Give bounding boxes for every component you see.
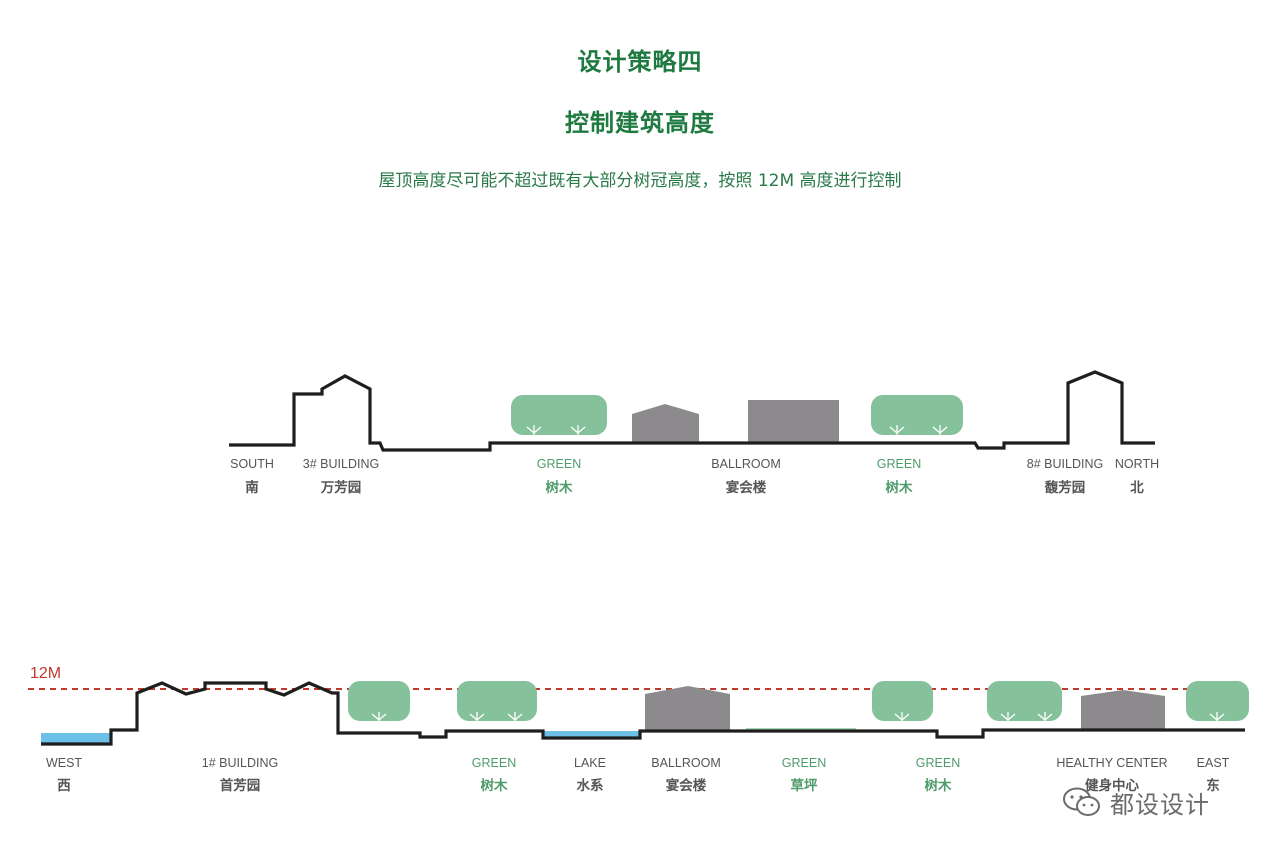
label-lawn-en: GREEN (782, 756, 826, 770)
label-east-en: EAST (1197, 756, 1230, 770)
label-green-en: GREEN (472, 756, 516, 770)
label-green-cn: 树木 (546, 479, 574, 496)
label-8-building-cn: 馥芳园 (1045, 479, 1086, 496)
label-east-cn: 东 (1206, 777, 1220, 794)
label-3-building-en: 3# BUILDING (303, 457, 379, 471)
water-west (41, 733, 111, 744)
label-ballroom-cn: 宴会楼 (726, 479, 767, 496)
label-west-cn: 西 (57, 778, 71, 794)
tree-group-3 (348, 681, 410, 728)
label-green-en: GREEN (916, 756, 960, 770)
tree-group-4 (457, 681, 537, 728)
label-ballroom-en: BALLROOM (711, 457, 780, 471)
tree-canopy (1186, 681, 1249, 721)
ground-profile-1 (229, 370, 1155, 452)
tree-trunk (371, 712, 387, 728)
label-green-en: GREEN (877, 457, 921, 471)
label-healthy-center-en: HEALTHY CENTER (1056, 756, 1167, 770)
section-south-north: SOUTH 南 3# BUILDING 万芳园 GREEN 树木 BALLROO… (229, 370, 1159, 496)
label-north-en: NORTH (1115, 457, 1159, 471)
subtitle-description: 屋顶高度尽可能不超过既有大部分树冠高度，按照 12M 高度进行控制 (378, 171, 902, 191)
building-ballroom (748, 400, 839, 443)
watermark-text: 都设设计 (1110, 790, 1210, 819)
label-green-cn: 树木 (925, 777, 953, 794)
label-healthy-center-cn: 健身中心 (1085, 777, 1139, 794)
tree-group-2 (871, 395, 963, 440)
label-green-cn: 树木 (481, 777, 508, 794)
tree-group-6 (987, 681, 1062, 728)
ground-profile-2 (41, 681, 1245, 746)
tree-canopy (511, 395, 607, 435)
label-lake-cn: 水系 (577, 777, 605, 794)
tree-trunk (889, 425, 948, 440)
label-lawn-cn: 草坪 (791, 777, 819, 794)
label-south-en: SOUTH (230, 457, 274, 471)
lake-water (543, 731, 640, 738)
tree-canopy (987, 681, 1062, 721)
tree-trunk (1209, 712, 1225, 728)
label-green-cn: 树木 (886, 479, 914, 496)
strategy-title: 设计策略四 (577, 48, 703, 76)
label-1-building-cn: 首芳园 (220, 777, 261, 794)
building-ballroom-2 (645, 686, 730, 730)
label-ballroom-cn: 宴会楼 (666, 777, 707, 794)
tree-canopy (457, 681, 537, 721)
tree-canopy (871, 395, 963, 435)
tree-trunk (1000, 712, 1053, 728)
label-8-building-en: 8# BUILDING (1027, 457, 1103, 471)
tree-group-5 (872, 681, 933, 728)
tree-trunk (526, 425, 586, 440)
section-west-east: 12M WEST (28, 665, 1249, 794)
building-ballroom-small (632, 404, 699, 443)
height-limit-label: 12M (30, 665, 61, 682)
label-ballroom-en: BALLROOM (651, 756, 720, 770)
label-1-building-en: 1# BUILDING (202, 756, 278, 770)
tree-group-1 (511, 395, 607, 440)
label-north-cn: 北 (1130, 480, 1144, 496)
tree-trunk (469, 712, 523, 728)
tree-canopy (872, 681, 933, 721)
tree-group-7 (1186, 681, 1249, 728)
watermark: 都设设计 (1062, 782, 1262, 822)
label-south-cn: 南 (245, 479, 259, 496)
label-green-en: GREEN (537, 457, 581, 471)
tree-canopy (348, 681, 410, 721)
heading-control-building-height: 控制建筑高度 (565, 109, 715, 137)
label-3-building-cn: 万芳园 (320, 479, 362, 496)
building-healthy-center (1081, 690, 1165, 730)
wechat-icon (1063, 787, 1100, 816)
label-lake-en: LAKE (574, 756, 606, 770)
tree-trunk (894, 712, 910, 728)
label-west-en: WEST (46, 756, 82, 770)
